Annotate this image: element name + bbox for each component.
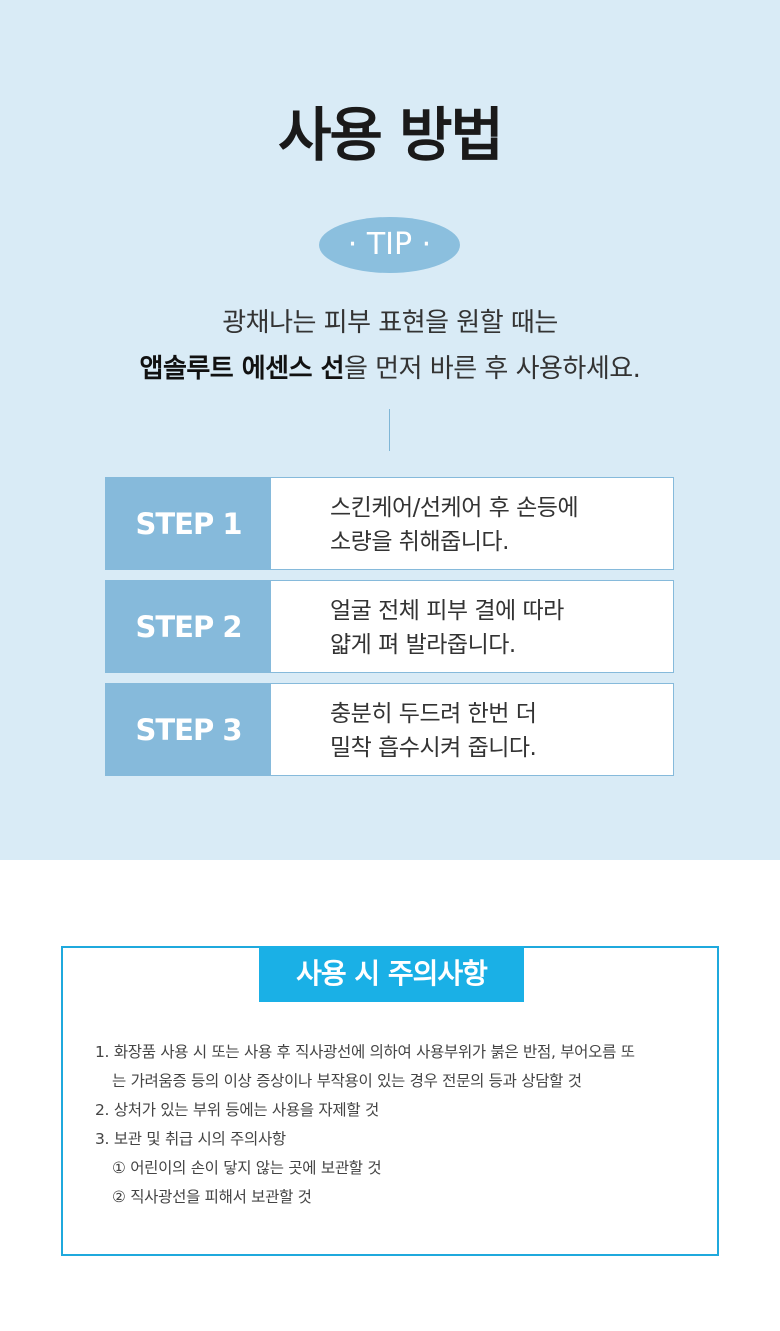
usage-panel: 사용 방법 · TIP · 광채나는 피부 표현을 원할 때는 앱솔루트 에센스…: [0, 0, 780, 860]
step-card: STEP 3 충분히 두드려 한번 더 밀착 흡수시켜 줍니다.: [105, 683, 674, 776]
tip-badge: · TIP ·: [319, 217, 460, 273]
step-label: STEP 2: [106, 581, 271, 672]
step-label: STEP 3: [106, 684, 271, 775]
step-card: STEP 1 스킨케어/선케어 후 손등에 소량을 취해줍니다.: [105, 477, 674, 570]
intro-line-1: 광채나는 피부 표현을 원할 때는: [222, 308, 558, 338]
caution-item-continued: 는 가려움증 등의 이상 증상이나 부작용이 있는 경우 전문의 등과 상담할 …: [112, 1072, 582, 1090]
step-description: 얼굴 전체 피부 결에 따라 얇게 펴 발라줍니다.: [330, 594, 663, 662]
step-line: 소량을 취해줍니다.: [330, 529, 509, 555]
caution-item: 2. 상처가 있는 부위 등에는 사용을 자제할 것: [95, 1101, 379, 1119]
step-description: 충분히 두드려 한번 더 밀착 흡수시켜 줍니다.: [330, 697, 663, 765]
step-line: 밀착 흡수시켜 줍니다.: [330, 735, 537, 761]
step-line: 얼굴 전체 피부 결에 따라: [330, 598, 564, 624]
step-description: 스킨케어/선케어 후 손등에 소량을 취해줍니다.: [330, 491, 663, 559]
caution-item: 3. 보관 및 취급 시의 주의사항: [95, 1130, 286, 1148]
step-line: 얇게 펴 발라줍니다.: [330, 632, 516, 658]
step-line: 스킨케어/선케어 후 손등에: [330, 495, 579, 521]
caution-subitem: ① 어린이의 손이 닿지 않는 곳에 보관할 것: [112, 1159, 382, 1177]
product-name: 앱솔루트 에센스 선: [139, 354, 345, 384]
caution-title: 사용 시 주의사항: [259, 946, 524, 1002]
step-line: 충분히 두드려 한번 더: [330, 701, 537, 727]
intro-text: 광채나는 피부 표현을 원할 때는 앱솔루트 에센스 선을 먼저 바른 후 사용…: [0, 300, 780, 392]
steps-list: STEP 1 스킨케어/선케어 후 손등에 소량을 취해줍니다. STEP 2 …: [105, 477, 674, 786]
intro-line-2-rest: 을 먼저 바른 후 사용하세요.: [344, 354, 641, 384]
caution-box: 사용 시 주의사항 1. 화장품 사용 시 또는 사용 후 직사광선에 의하여 …: [61, 946, 719, 1256]
caution-item: 1. 화장품 사용 시 또는 사용 후 직사광선에 의하여 사용부위가 붉은 반…: [95, 1043, 635, 1061]
intro-line-2: 앱솔루트 에센스 선을 먼저 바른 후 사용하세요.: [0, 346, 780, 392]
caution-list: 1. 화장품 사용 시 또는 사용 후 직사광선에 의하여 사용부위가 붉은 반…: [95, 1038, 697, 1212]
page-title: 사용 방법: [278, 101, 504, 169]
vertical-divider: [389, 409, 390, 451]
step-label: STEP 1: [106, 478, 271, 569]
caution-subitem: ② 직사광선을 피해서 보관할 것: [112, 1188, 312, 1206]
step-card: STEP 2 얼굴 전체 피부 결에 따라 얇게 펴 발라줍니다.: [105, 580, 674, 673]
